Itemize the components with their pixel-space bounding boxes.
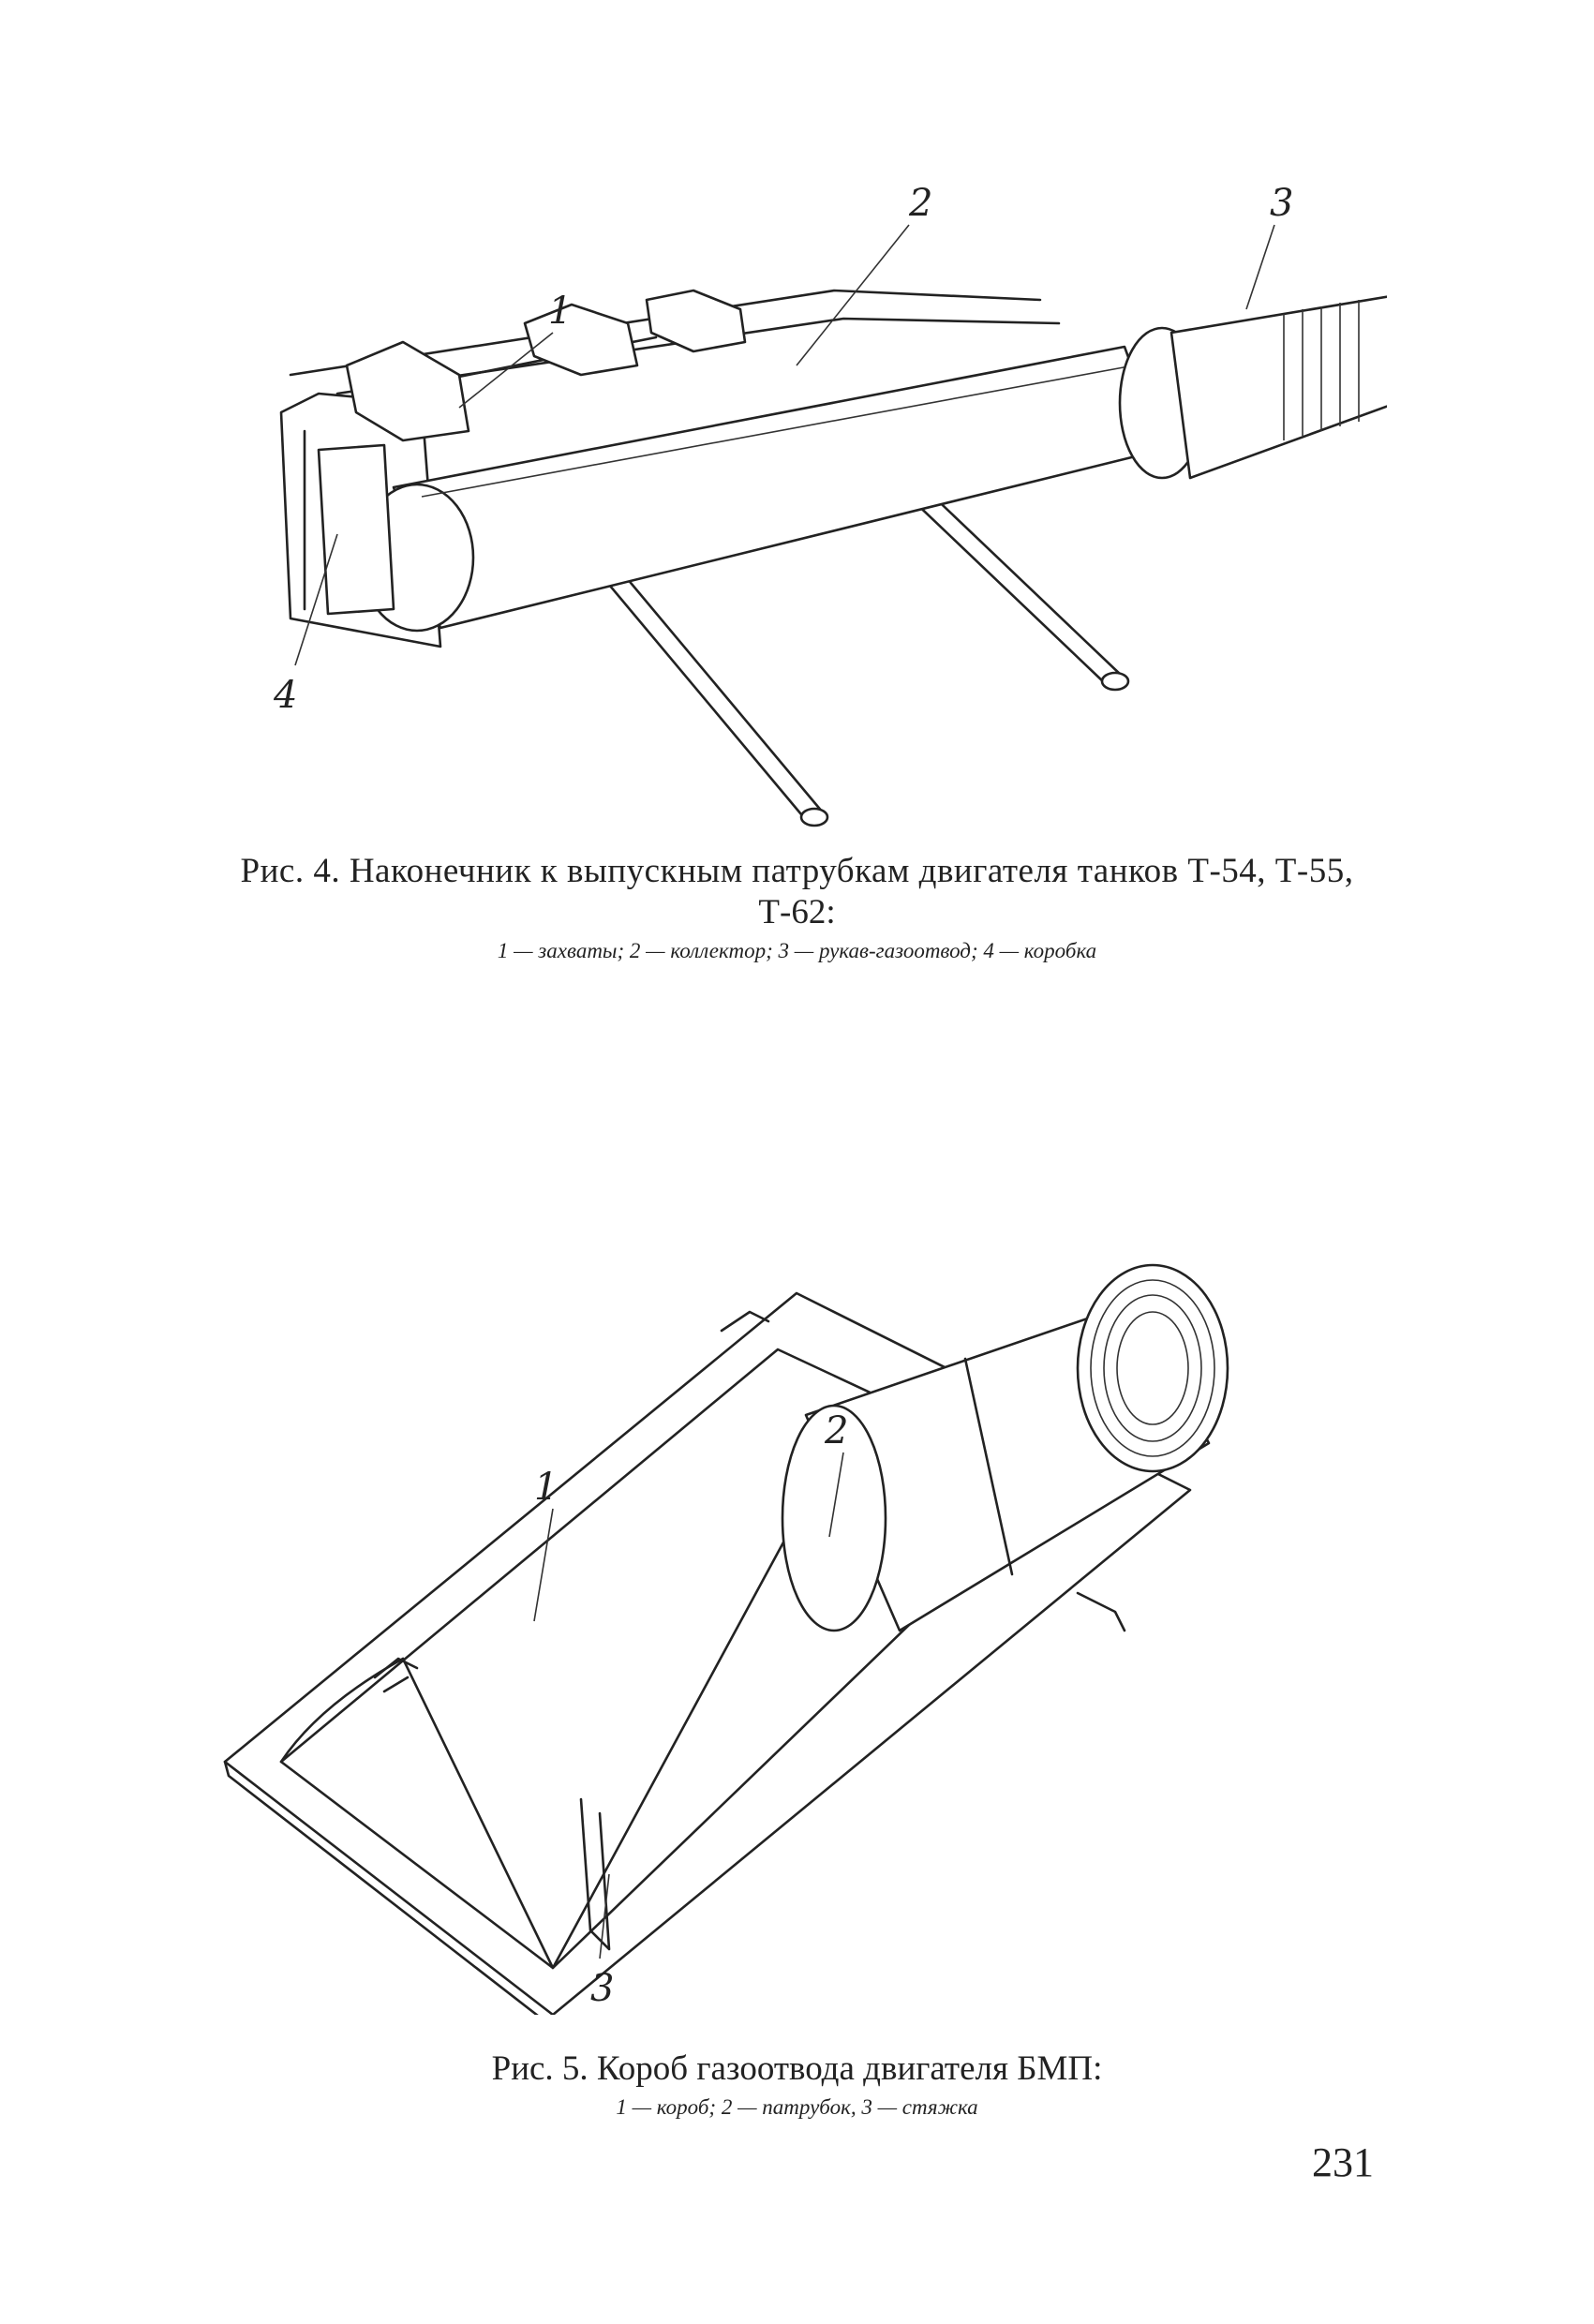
page-number: 231 [1312, 2139, 1374, 2185]
grip-2 [523, 303, 639, 377]
callout-2: 2 [824, 1409, 848, 1452]
collector-tube [392, 345, 1164, 630]
support-rod-back [907, 487, 1125, 686]
box-4 [317, 443, 395, 616]
upper-rail [289, 289, 1042, 377]
figure-4-drawing: 1 2 3 4 [234, 122, 1398, 834]
grip-1 [345, 340, 470, 442]
grip-3 [645, 289, 747, 353]
figure-5-caption-legend: 1 — короб; 2 — патрубок, 3 — стяжка [616, 2095, 978, 2119]
callout-1: 1 [548, 290, 572, 333]
tie-3 [579, 1797, 611, 1951]
rod-end-front [799, 807, 829, 827]
callout-2: 2 [908, 182, 932, 225]
figure-5-drawing: 1 2 3 [216, 1237, 1265, 2031]
callout-4: 4 [273, 674, 297, 717]
callout-3: 3 [590, 1967, 614, 2010]
nozzle-illustration: 1 2 3 4 [273, 182, 1398, 827]
figure-4-caption-legend: 1 — захваты; 2 — коллектор; 3 — рукав-га… [497, 939, 1097, 962]
clamp-top [720, 1310, 770, 1333]
figure-4-caption-title: Рис. 4. Наконечник к выпускным патрубкам… [240, 852, 1354, 890]
clamp-right [1076, 1591, 1126, 1632]
corrugated-hose [1076, 1263, 1229, 1473]
clamp-left [373, 1657, 419, 1693]
figure-4-caption-title-continued: Т-62: [758, 893, 836, 931]
callout-1: 1 [534, 1466, 558, 1509]
exhaust-box-illustration: 1 2 3 [223, 1263, 1229, 2031]
figure-5-caption-title: Рис. 5. Короб газоотвода двигателя БМП: [491, 2049, 1103, 2088]
support-rod-front [588, 553, 825, 822]
rod-end-back [1100, 671, 1130, 692]
callout-3: 3 [1270, 182, 1293, 225]
pipe-end [781, 1404, 887, 1632]
upper-rail-inner [335, 317, 1061, 395]
hose-sleeve [1169, 293, 1398, 480]
